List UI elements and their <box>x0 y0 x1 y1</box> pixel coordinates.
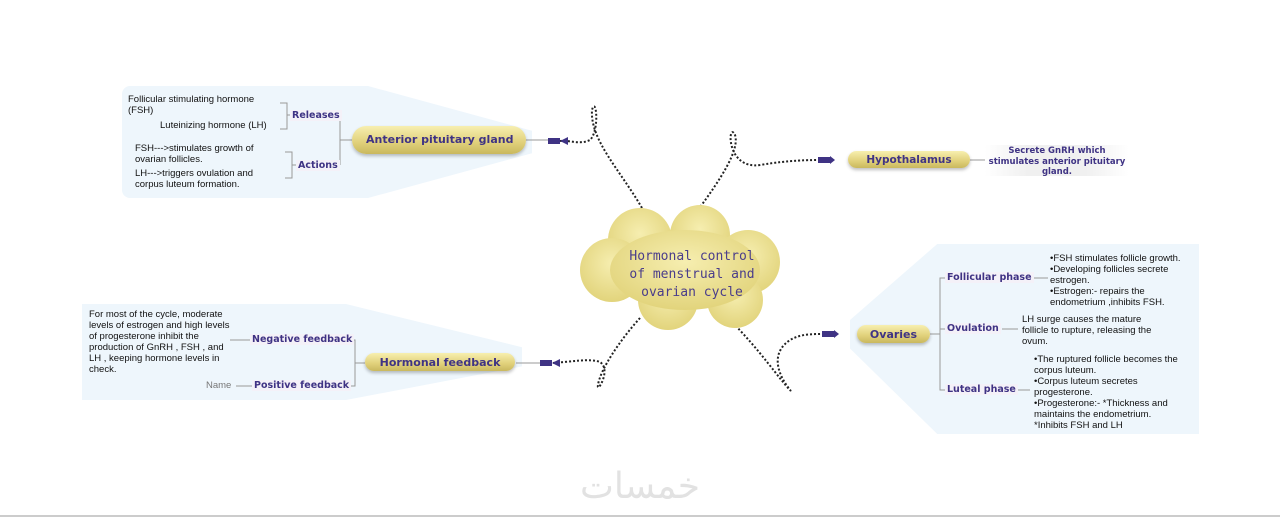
hypothalamus-title: Hypothalamus <box>866 153 952 166</box>
ovaries-title: Ovaries <box>869 327 918 341</box>
bottom-divider <box>0 515 1280 517</box>
ovulation-label[interactable]: Ovulation <box>945 323 1001 334</box>
negative-feedback-label[interactable]: Negative feedback <box>250 334 355 345</box>
action-lh: LH--->triggers ovulation and corpus lute… <box>135 168 254 190</box>
action-fsh: FSH--->stimulates growth of ovarian foll… <box>135 143 254 165</box>
feedback-title: Hormonal feedback <box>379 355 501 369</box>
positive-feedback-label[interactable]: Positive feedback <box>252 380 352 391</box>
luteal-phase-label[interactable]: Luteal phase <box>945 384 1018 395</box>
anterior-pituitary-node[interactable]: Anterior pituitary gland <box>352 126 526 154</box>
hypothalamus-note: Secrete GnRH which stimulates anterior p… <box>985 145 1129 177</box>
cloud-shape <box>580 205 780 330</box>
anterior-title: Anterior pituitary gland <box>366 133 514 146</box>
hormonal-feedback-node[interactable]: Hormonal feedback <box>365 353 515 371</box>
central-topic[interactable]: Hormonal control of menstrual and ovaria… <box>629 249 755 300</box>
negative-feedback-text: For most of the cycle, moderate levels o… <box>89 309 230 375</box>
luteal-phase-text: •The ruptured follicle becomes the corpu… <box>1034 354 1178 431</box>
actions-label[interactable]: Actions <box>296 160 340 171</box>
ovulation-text: LH surge causes the mature follicle to r… <box>1022 314 1152 347</box>
watermark-logo: خمسات <box>579 466 701 507</box>
hypothalamus-node[interactable]: Hypothalamus <box>848 151 970 168</box>
follicular-phase-label[interactable]: Follicular phase <box>945 272 1034 283</box>
releases-label[interactable]: Releases <box>290 110 342 121</box>
follicular-phase-text: •FSH stimulates follicle growth. •Develo… <box>1050 253 1181 308</box>
positive-feedback-text: Name <box>206 380 232 391</box>
ovaries-node[interactable]: Ovaries <box>857 325 930 343</box>
release-fsh: Follicular stimulating hormone (FSH) <box>128 94 255 116</box>
release-lh: Luteinizing hormone (LH) <box>160 120 267 131</box>
